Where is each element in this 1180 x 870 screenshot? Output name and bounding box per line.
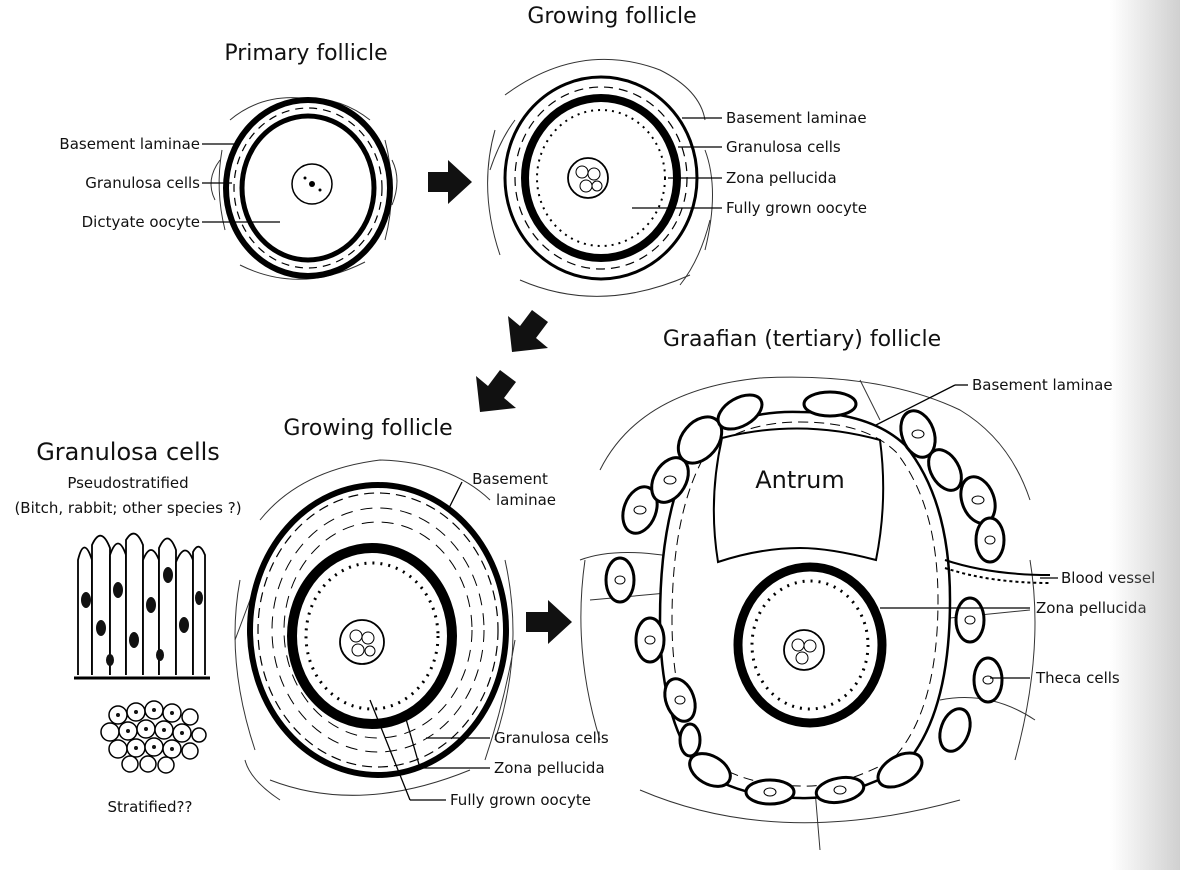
pseudostratified-nuclei xyxy=(81,567,203,666)
growing-bottom-label-basement-2: laminae xyxy=(496,491,556,509)
growing-bottom-label-oocyte: Fully grown oocyte xyxy=(450,791,591,809)
growing-follicle-bottom xyxy=(234,459,516,801)
growing-top-title: Growing follicle xyxy=(527,4,696,29)
granulosa-panel-stratified: Stratified?? xyxy=(108,798,193,816)
growing-top-label-granulosa: Granulosa cells xyxy=(726,138,841,156)
growing-bottom-label-zona: Zona pellucida xyxy=(494,759,605,777)
growing-top-label-zona: Zona pellucida xyxy=(726,169,837,187)
arrow-down-left-icon xyxy=(476,370,516,412)
growing-top-leaders xyxy=(632,117,722,209)
growing-follicle-top xyxy=(487,58,713,297)
primary-label-basement: Basement laminae xyxy=(59,135,200,153)
growing-top-label-basement: Basement laminae xyxy=(726,109,867,127)
granulosa-panel-pseudo: Pseudostratified xyxy=(67,474,188,492)
growing-bottom-label-granulosa: Granulosa cells xyxy=(494,729,609,747)
pseudostratified-cells xyxy=(74,532,210,680)
graafian-follicle xyxy=(579,376,1051,851)
granulosa-panel-species: (Bitch, rabbit; other species ?) xyxy=(14,499,241,517)
graafian-label-antrum: Antrum xyxy=(755,466,845,494)
arrow-down-left-icon xyxy=(508,310,548,352)
blood-vessel xyxy=(944,559,1051,584)
theca-cells xyxy=(604,390,1006,806)
stratified-nuclei xyxy=(116,708,184,751)
graafian-label-basement: Basement laminae xyxy=(972,376,1113,394)
page-edge-shadow xyxy=(1110,0,1180,870)
growing-bottom-leaders xyxy=(369,481,490,801)
graafian-leaders xyxy=(875,384,1058,679)
primary-follicle xyxy=(210,97,398,280)
growing-bottom-label-basement-1: Basement xyxy=(472,470,548,488)
growing-top-label-oocyte: Fully grown oocyte xyxy=(726,199,867,217)
granulosa-panel-title: Granulosa cells xyxy=(36,438,220,466)
primary-label-oocyte: Dictyate oocyte xyxy=(82,213,200,231)
primary-leaders xyxy=(202,143,280,223)
primary-label-granulosa: Granulosa cells xyxy=(85,174,200,192)
graafian-label-theca: Theca cells xyxy=(1035,669,1120,687)
theca-nuclei xyxy=(614,429,996,797)
arrow-right-icon xyxy=(526,600,572,644)
growing-bottom-title: Growing follicle xyxy=(283,416,452,441)
graafian-title: Graafian (tertiary) follicle xyxy=(663,327,941,352)
primary-title: Primary follicle xyxy=(224,41,387,66)
arrow-right-icon xyxy=(428,160,472,204)
growing-top-fibers xyxy=(487,58,713,297)
